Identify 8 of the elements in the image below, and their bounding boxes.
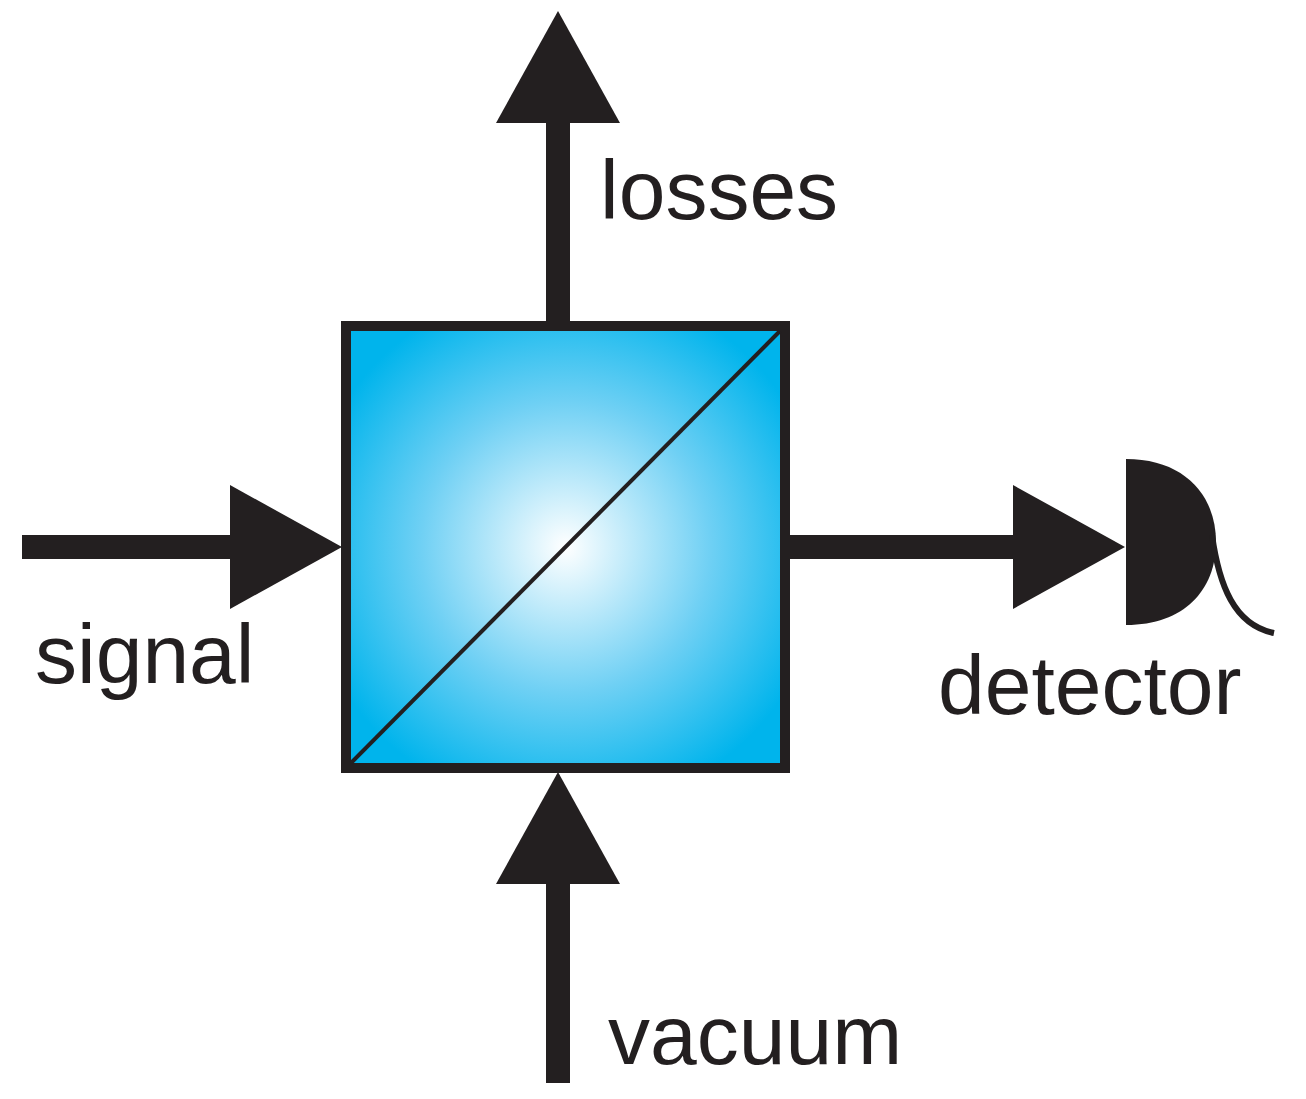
- arrow: [22, 485, 342, 609]
- edge-label: losses: [600, 148, 839, 232]
- arrow: [496, 11, 620, 321]
- edge-label: vacuum: [608, 993, 903, 1077]
- arrow: [790, 485, 1125, 609]
- arrow: [496, 772, 620, 1083]
- detector-label: detector: [938, 643, 1242, 727]
- beam-splitter-cube: [341, 321, 790, 773]
